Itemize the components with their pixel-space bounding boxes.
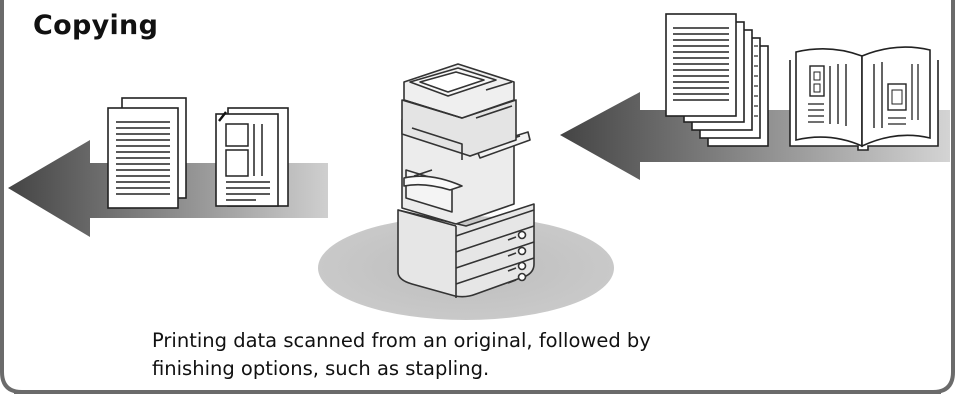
multifunction-copier [397,63,535,298]
description-line-2: finishing options, such as stapling. [152,357,490,380]
description-line-1: Printing data scanned from an original, … [152,329,651,352]
staple-mark [218,111,227,122]
description-text: Printing data scanned from an original, … [152,327,792,383]
original-open-book [789,46,939,151]
section-title: Copying [33,10,159,41]
output-stapled-pages [215,107,289,207]
output-stacked-pages [107,97,187,209]
original-page-stack [665,13,769,147]
